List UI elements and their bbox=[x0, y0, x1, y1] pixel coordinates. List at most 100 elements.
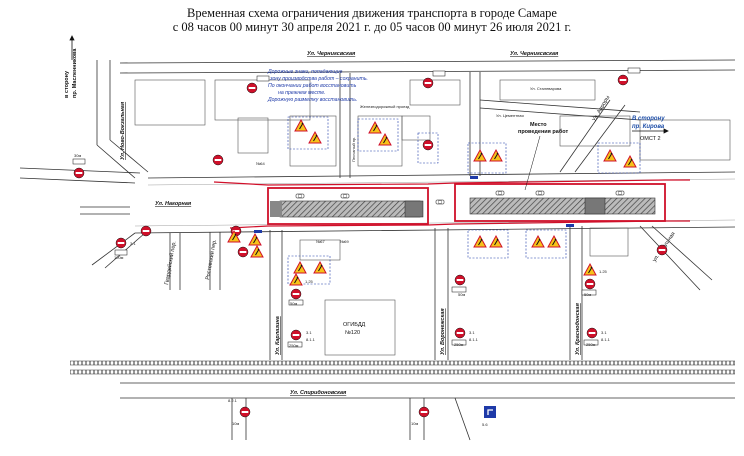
direction-kirova-line-2: пр. Кирова bbox=[632, 124, 665, 130]
sign-stack-karmazina-upper bbox=[288, 273, 304, 306]
sign-dist-100: 100м bbox=[114, 255, 124, 260]
sign-group-left-a bbox=[72, 158, 86, 179]
sign-group-left-g bbox=[237, 246, 249, 258]
sign-code-detour-2: 1.25 bbox=[599, 269, 608, 274]
bus-stop-omsk: ОМСТ 2 bbox=[640, 136, 661, 142]
street-label-novo-vokzalnaya: Ул. Ново-Вокзальная bbox=[120, 101, 126, 160]
diagram-title: Временная схема ограничения движения тра… bbox=[0, 6, 744, 34]
sign-box-7 bbox=[525, 229, 567, 259]
sign-dist-50-1: 50м bbox=[290, 301, 297, 306]
street-labels: Ул. Чернигсвская Ул. Чернигсвская Ул. Но… bbox=[64, 48, 677, 396]
work-place-label-2: проведения работ bbox=[518, 128, 568, 135]
street-label-tsementnaya: Ул. Цементная bbox=[496, 113, 524, 118]
street-label-stalevarov: Ул. Сталеварова bbox=[530, 86, 562, 91]
sign-code-tab-1: 8.1.1 bbox=[306, 337, 316, 342]
chernigovskaya-road-edge-2 bbox=[119, 69, 736, 74]
bus-stop-markers bbox=[254, 176, 574, 233]
direction-kirova-line-1: В сторону bbox=[632, 116, 665, 122]
sign-group-top-mid bbox=[422, 70, 446, 89]
sign-bottom-left bbox=[239, 406, 251, 418]
street-label-spiridonovskaya: Ул. Спиридоновская bbox=[290, 390, 347, 396]
sign-box-6 bbox=[467, 229, 509, 259]
sign-stack-krasnodon-lower bbox=[583, 327, 599, 346]
work-zone-right-hatch bbox=[469, 197, 656, 215]
street-label-krasnodonskaya: Ул. Краснодонская bbox=[575, 302, 581, 355]
work-place-label-1: Место bbox=[530, 122, 547, 128]
sign-group-left-f bbox=[250, 245, 264, 258]
direction-airport-line-1: в сторону bbox=[64, 70, 70, 98]
sign-box-8 bbox=[287, 255, 331, 285]
sign-dist-50-3: 50м bbox=[584, 292, 591, 297]
title-line-1: Временная схема ограничения движения тра… bbox=[187, 6, 557, 20]
street-label-zheleznodorozhnyy: Железнодорожный проезд bbox=[360, 104, 410, 109]
sign-box-5 bbox=[597, 142, 641, 174]
sign-code-tab-b: 8.2.1 bbox=[228, 398, 238, 403]
sign-group-left-c bbox=[140, 225, 152, 237]
sign-dist-30: 30м bbox=[74, 153, 81, 158]
note-line-5: Дорожную разметку восстановить. bbox=[267, 97, 357, 103]
sign-code-detour-1: 1.25 bbox=[305, 279, 314, 284]
sign-box-4 bbox=[467, 142, 507, 174]
house-label-a: №64 bbox=[256, 161, 266, 166]
note-line-3: По окончании работ восстановить bbox=[268, 83, 357, 89]
direction-arrows bbox=[69, 35, 669, 134]
street-label-chernigovskaya-right: Ул. Чернигсвская bbox=[510, 51, 559, 57]
street-label-rostovskiy: Ростовский пер. bbox=[204, 238, 218, 280]
note-line-2: в зону производства работ – сохранить. bbox=[266, 76, 368, 82]
sign-stack-karmazina-lower bbox=[287, 329, 303, 348]
building-label-number: №120 bbox=[345, 330, 360, 336]
street-label-peschanyy: Песчаный пр. bbox=[351, 137, 356, 162]
house-label-b: №67 bbox=[316, 239, 326, 244]
sign-code-tab-2: 8.1.1 bbox=[469, 337, 479, 342]
sign-bottom-mid bbox=[418, 406, 430, 418]
sign-stack-voronezh-upper bbox=[451, 274, 467, 293]
sign-code-noentry-3: 3.1 bbox=[601, 330, 607, 335]
sign-group-top-left bbox=[246, 75, 270, 94]
title-line-2: с 08 часов 00 минут 30 апреля 2021 г. до… bbox=[172, 20, 572, 34]
sign-dist-10-2: 10м bbox=[411, 421, 418, 426]
chernigovskaya-road-edge-1 bbox=[119, 59, 736, 64]
sign-code-noentry-2: 3.1 bbox=[469, 330, 475, 335]
street-label-voronezhskaya: Ул. Воронежская bbox=[440, 308, 446, 355]
work-zone-left-fence bbox=[267, 187, 429, 225]
sign-stack-rostov bbox=[248, 233, 262, 246]
sign-labels: 3.1 8.1.1 250м 3.1 8.1.1 250м 3.1 8.1.1 … bbox=[74, 153, 611, 427]
building-label-ogibdd: ОГИБДД bbox=[343, 322, 366, 328]
sign-stack-krasnodon-upper bbox=[581, 263, 597, 296]
sign-code-noentry-1: 3.1 bbox=[306, 330, 312, 335]
sign-box-1 bbox=[287, 116, 329, 150]
sign-bottom-right bbox=[484, 406, 496, 418]
direction-airport-line-2: пр. Масленникова bbox=[72, 48, 78, 98]
work-zone-right-fence bbox=[454, 183, 666, 222]
sign-box-3 bbox=[417, 132, 439, 164]
railway bbox=[70, 360, 735, 375]
sign-group-left-e bbox=[212, 154, 224, 166]
sign-dist-250-3: 250м bbox=[586, 342, 596, 347]
sign-dist-10-1: 10м bbox=[232, 421, 239, 426]
street-label-nagornaya: Ул. Нагорная bbox=[155, 201, 192, 207]
work-zone bbox=[213, 179, 690, 229]
sign-dist-250-1: 250м bbox=[289, 343, 299, 348]
street-label-gvardeyskiy: Гвардейский пер. bbox=[163, 240, 178, 285]
sign-group-top-right bbox=[617, 67, 641, 86]
sign-stack-voronezh-lower bbox=[451, 327, 467, 346]
note-line-4: на прежнем месте. bbox=[278, 90, 326, 96]
sign-groups bbox=[72, 67, 668, 418]
sign-dist-250-2: 250м bbox=[454, 342, 464, 347]
street-label-karmazina: Ул. Карлазина bbox=[275, 316, 281, 355]
sign-box-2 bbox=[357, 118, 399, 152]
sign-code-direction: 5.6 bbox=[482, 422, 488, 427]
note-box: Дорожные знаки, попадающие в зону произв… bbox=[266, 69, 368, 103]
main-road-top-edge bbox=[147, 171, 736, 179]
sign-code-tab-3: 8.1.1 bbox=[601, 337, 611, 342]
buildings bbox=[134, 79, 731, 356]
sign-stack-otrushnaya bbox=[656, 244, 668, 256]
sign-dist-50-2: 50м bbox=[458, 292, 465, 297]
sign-code-noentry-4: 3.1 bbox=[130, 241, 136, 246]
street-label-chernigovskaya-left: Ул. Чернигсвская bbox=[307, 51, 356, 57]
work-zone-left-hatch bbox=[279, 200, 421, 218]
house-label-c: №69 bbox=[340, 239, 350, 244]
note-line-1: Дорожные знаки, попадающие bbox=[267, 69, 343, 75]
sign-group-left-b bbox=[114, 237, 128, 256]
